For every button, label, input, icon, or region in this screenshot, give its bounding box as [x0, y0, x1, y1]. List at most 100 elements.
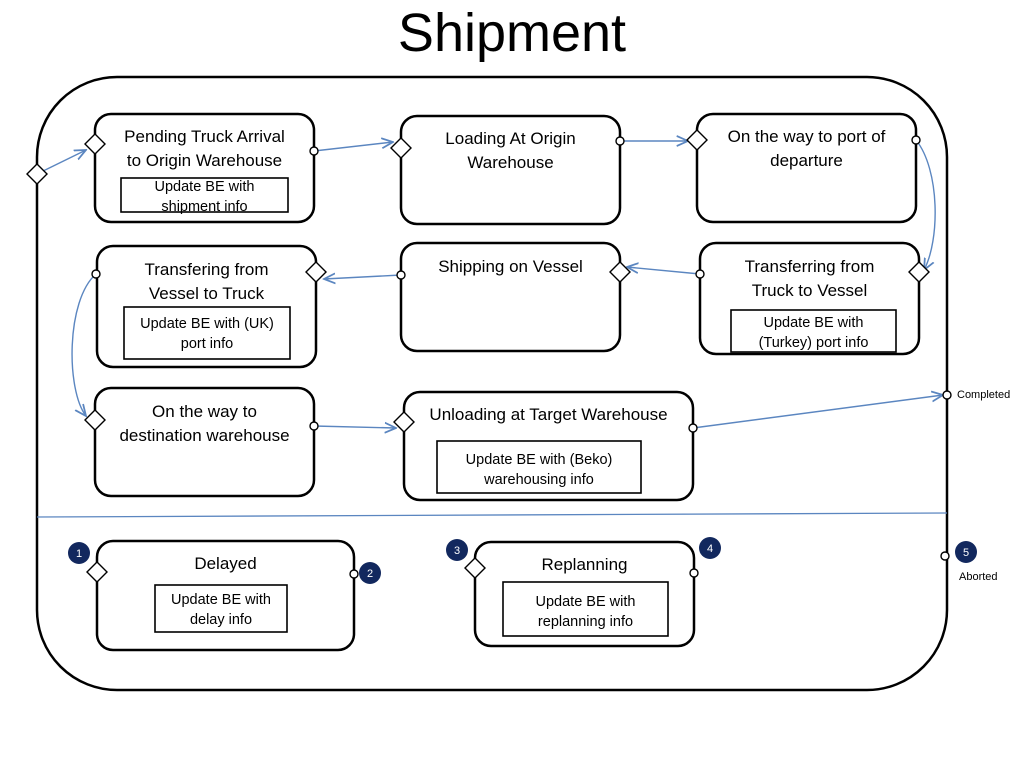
section-divider: [36, 512, 948, 518]
info-label: port info: [181, 336, 233, 352]
state-label: Transferring from: [745, 257, 875, 276]
info-label: Update BE with: [171, 592, 271, 608]
badge-4: 4: [699, 537, 721, 559]
state-box: [695, 112, 918, 224]
exit-port: [309, 421, 319, 431]
badge-circle: [699, 537, 721, 559]
state-label: departure: [770, 151, 843, 170]
exit-port: [349, 569, 359, 579]
entry-port: [464, 557, 486, 579]
badge-circle: [359, 562, 381, 584]
transition-arrow: [313, 426, 396, 428]
entry-port: [393, 411, 415, 433]
state-to-destination: On the way to destination warehouse: [93, 386, 316, 498]
exit-port: [91, 269, 101, 279]
info-label: Update BE with: [155, 179, 255, 195]
state-port-departure: On the way to port of departure: [695, 112, 918, 224]
transition-arrow: [324, 275, 402, 279]
state-label: to Origin Warehouse: [127, 151, 282, 170]
exit-port: [940, 551, 950, 561]
page-title: Shipment: [397, 3, 627, 63]
info-label: replanning info: [538, 614, 633, 630]
info-box: [154, 584, 288, 633]
transition-arrow: [627, 267, 701, 275]
badge-number: 5: [963, 547, 969, 559]
exit-port: [309, 146, 319, 156]
entry-port: [390, 137, 412, 159]
transition-arrow: [71, 273, 97, 416]
transition-arrow: [313, 142, 393, 152]
entry-port: [84, 133, 106, 155]
info-box: [436, 440, 642, 494]
info-label: delay info: [190, 612, 252, 628]
info-label: Update BE with (UK): [140, 316, 274, 332]
state-shipping: Shipping on Vessel: [399, 241, 622, 353]
state-label: On the way to port of: [728, 127, 886, 146]
state-label: Pending Truck Arrival: [124, 127, 285, 146]
badge-5: 5: [955, 541, 977, 563]
entry-port: [86, 561, 108, 583]
entry-port: [26, 163, 48, 185]
exit-port: [689, 568, 699, 578]
shipment-container: [35, 75, 949, 692]
badge-circle: [68, 542, 90, 564]
info-label: warehousing info: [483, 472, 594, 488]
info-label: Update BE with (Beko): [466, 452, 613, 468]
transition-arrow: [36, 150, 86, 175]
badge-circle: [955, 541, 977, 563]
exit-port: [396, 270, 406, 280]
exit-port: [942, 390, 952, 400]
exit-port: [615, 136, 625, 146]
state-label: On the way to: [152, 402, 257, 421]
state-label: Warehouse: [467, 153, 553, 172]
badge-circle: [446, 539, 468, 561]
state-label: Transfering from: [144, 260, 268, 279]
state-label: Truck to Vessel: [752, 281, 868, 300]
state-box: [399, 241, 622, 353]
entry-port: [305, 261, 327, 283]
entry-port: [908, 261, 930, 283]
state-pending: Pending Truck Arrival to Origin Warehouse…: [93, 112, 316, 224]
state-label: Replanning: [541, 555, 627, 574]
badge-number: 1: [76, 548, 82, 560]
entry-port: [84, 409, 106, 431]
state-label: Shipping on Vessel: [438, 257, 583, 276]
badge-number: 2: [367, 568, 373, 580]
state-label: Loading At Origin: [445, 129, 575, 148]
info-box: [120, 177, 289, 213]
exit-port: [911, 135, 921, 145]
state-label: Unloading at Target Warehouse: [429, 405, 667, 424]
badge-number: 4: [707, 543, 713, 555]
entry-port: [686, 129, 708, 151]
info-box: [502, 581, 669, 637]
badge-1: 1: [68, 542, 90, 564]
entry-port: [609, 261, 631, 283]
state-label: destination warehouse: [119, 426, 289, 445]
info-box: [730, 309, 897, 353]
transition-arrow: [692, 395, 943, 429]
exit-port: [695, 269, 705, 279]
state-box: [399, 114, 622, 226]
transition-arrow: [915, 139, 936, 270]
state-label: Delayed: [194, 554, 256, 573]
badge-number: 3: [454, 545, 460, 557]
info-label: Update BE with: [764, 315, 864, 331]
info-box: [123, 306, 291, 360]
badge-3: 3: [446, 539, 468, 561]
state-label: Vessel to Truck: [149, 284, 265, 303]
info-label: Update BE with: [536, 594, 636, 610]
aborted-label: Aborted: [959, 571, 998, 583]
badge-2: 2: [359, 562, 381, 584]
state-box: [93, 386, 316, 498]
info-label: (Turkey) port info: [759, 335, 869, 351]
exit-port: [688, 423, 698, 433]
completed-label: Completed: [957, 389, 1010, 401]
info-label: shipment info: [161, 199, 247, 215]
